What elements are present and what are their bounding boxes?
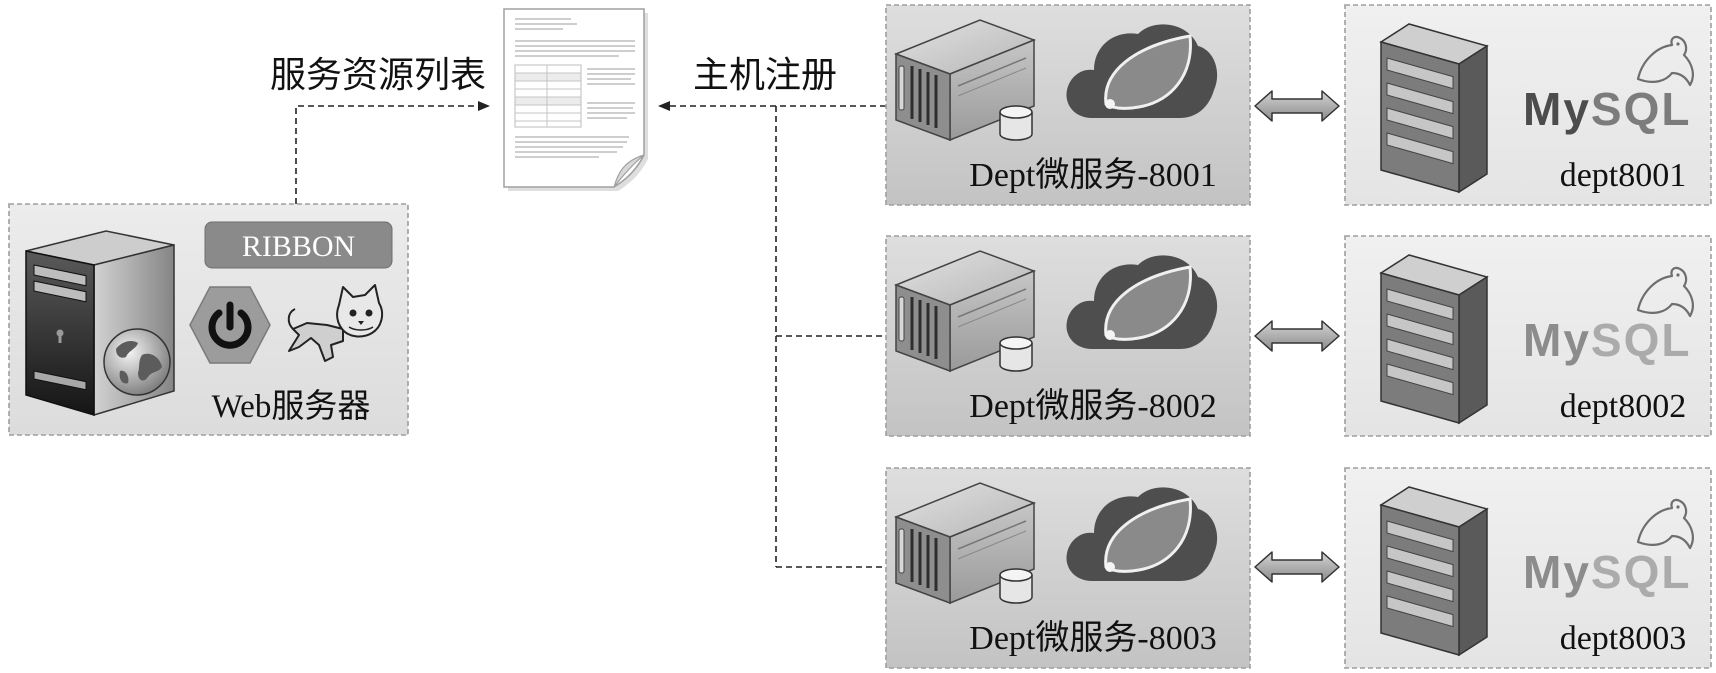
database-node-8001: MySQL dept8001 (1344, 4, 1712, 206)
mysql-logo-sql: SQL (1591, 83, 1692, 135)
document-icon (503, 8, 649, 192)
database-node-8002: MySQL dept8002 (1344, 235, 1712, 437)
mysql-logo-my: My (1523, 546, 1591, 598)
database-label: dept8003 (1560, 620, 1687, 657)
ribbon-badge-background (204, 221, 393, 269)
globe-icon (103, 328, 171, 396)
service-node-8003: Dept微服务-8003 (885, 467, 1251, 669)
mysql-logo: MySQL (1523, 546, 1691, 598)
mysql-logo-sql: SQL (1591, 546, 1692, 598)
connector-layer (295, 101, 886, 568)
ribbon-label: RIBBON (242, 230, 355, 263)
double-arrow-icon (1254, 320, 1340, 352)
database-server-icon (1380, 23, 1488, 193)
mysql-logo: MySQL (1523, 83, 1691, 135)
service-label: Dept微服务-8001 (969, 156, 1216, 194)
service-label: Dept微服务-8002 (969, 387, 1216, 425)
mysql-logo: MySQL (1523, 314, 1691, 366)
service-to-registry-arrowhead (658, 101, 670, 111)
mysql-logo-my: My (1523, 83, 1591, 135)
host-register-label: 主机注册 (693, 55, 837, 95)
database-server-icon (1380, 254, 1488, 424)
ribbon-badge: RIBBON (204, 221, 393, 269)
mysql-logo-my: My (1523, 314, 1591, 366)
double-arrow-icon (1254, 90, 1340, 122)
database-label: dept8002 (1560, 388, 1687, 425)
web-server-node: RIBBON Web服务器 (8, 203, 409, 436)
web-to-registry-connector (295, 105, 480, 204)
service-list-label: 服务资源列表 (270, 55, 486, 95)
web-to-registry-arrowhead (478, 101, 490, 111)
double-arrow-icon (1254, 551, 1340, 583)
database-server-icon (1380, 486, 1488, 656)
web-server-label: Web服务器 (212, 388, 371, 425)
service-node-8002: Dept微服务-8002 (885, 235, 1251, 437)
service-node-8001: Dept微服务-8001 (885, 4, 1251, 206)
mysql-logo-sql: SQL (1591, 314, 1692, 366)
database-node-8003: MySQL dept8003 (1344, 467, 1712, 669)
service-label: Dept微服务-8003 (969, 619, 1216, 657)
database-label: dept8001 (1560, 157, 1687, 194)
